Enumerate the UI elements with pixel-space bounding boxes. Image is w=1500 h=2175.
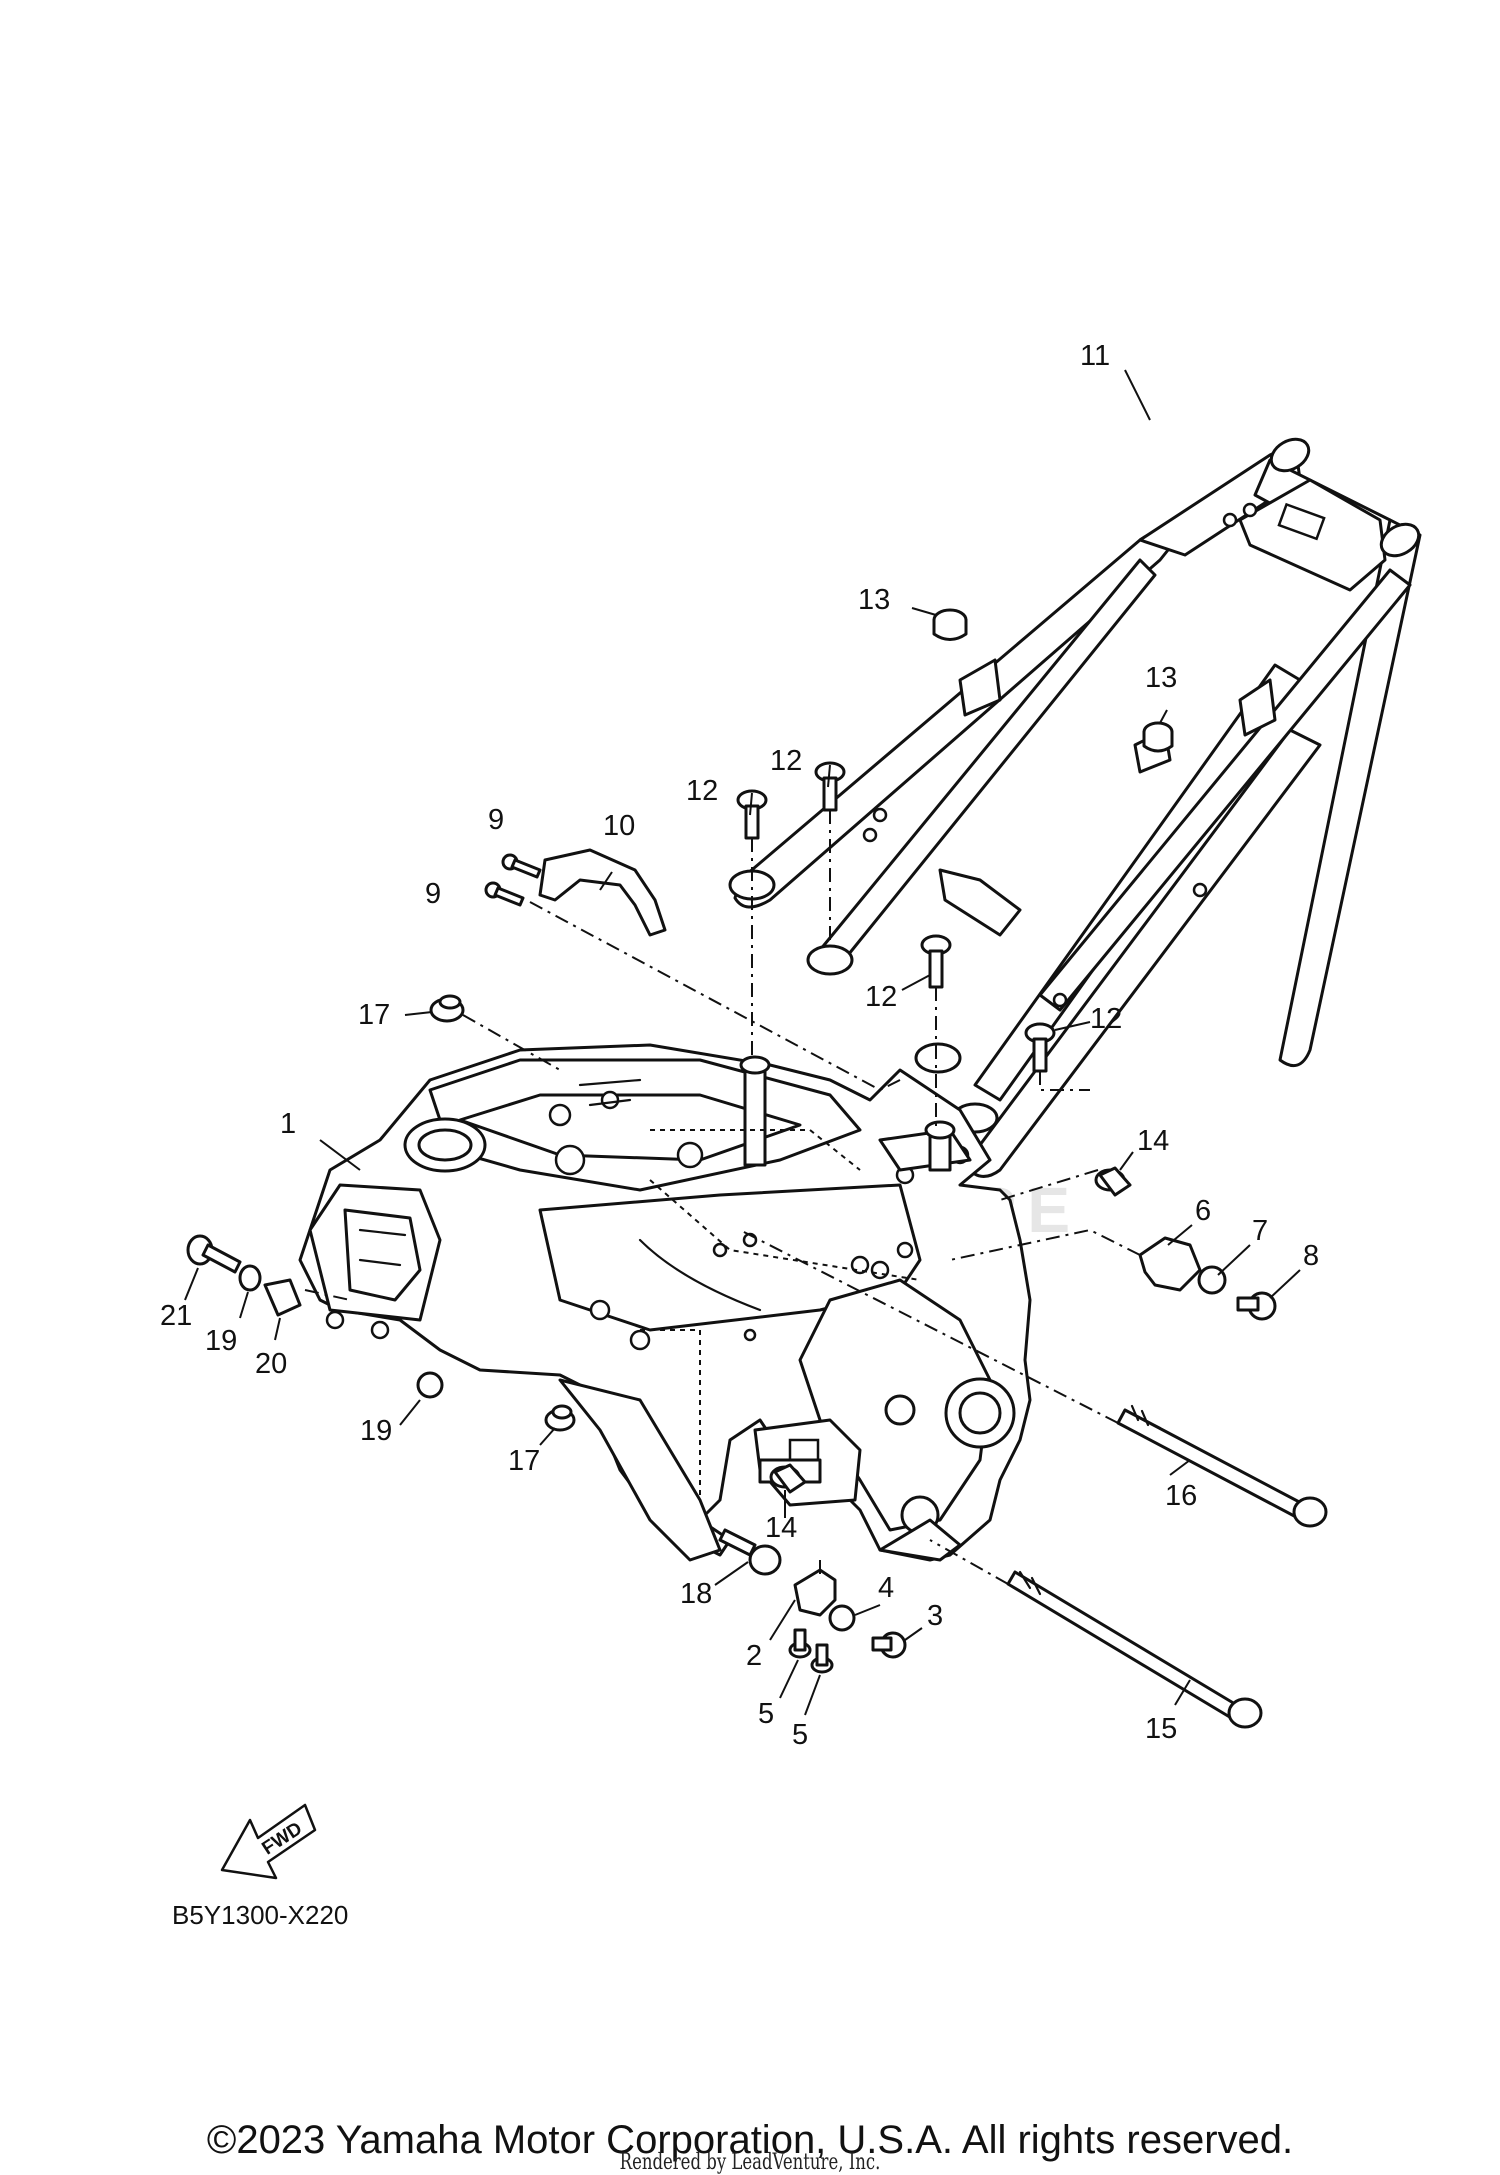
- callout-5a: 5: [758, 1698, 774, 1730]
- collar-17b: [544, 1404, 576, 1432]
- callout-6: 6: [1195, 1195, 1211, 1227]
- bushing-14a: [1094, 1166, 1132, 1197]
- main-frame: [298, 1043, 1032, 1562]
- washer-19b: [416, 1371, 444, 1399]
- bracket-6: [1138, 1236, 1202, 1292]
- bolt-5a: [788, 1628, 812, 1659]
- washer-19a: [238, 1264, 262, 1292]
- bolt-3: [871, 1631, 907, 1659]
- callout-14a: 14: [1137, 1125, 1169, 1157]
- bolt-9b: [484, 881, 525, 907]
- collar-17a: [429, 994, 465, 1023]
- callout-7: 7: [1252, 1215, 1268, 1247]
- diagram-code: B5Y1300-X220: [172, 1900, 349, 1930]
- callout-13a: 13: [858, 584, 890, 616]
- bolt-12c: [920, 934, 952, 989]
- bolt-12d: [1024, 1022, 1056, 1073]
- collar-13b: [1142, 721, 1174, 753]
- callout-18: 18: [680, 1578, 712, 1610]
- callout-12c: 12: [865, 981, 897, 1013]
- bolt-5b: [810, 1643, 834, 1674]
- callout-16: 16: [1165, 1480, 1197, 1512]
- copyright-notice: ©2023 Yamaha Motor Corporation, U.S.A. A…: [206, 2118, 1294, 2162]
- bracket-2: [793, 1568, 837, 1617]
- bolt-18: [718, 1528, 782, 1576]
- collar-4: [828, 1604, 856, 1632]
- callout-11: 11: [1080, 340, 1110, 372]
- rendered-by-credit: Rendered by LeadVenture, Inc.: [619, 2150, 881, 2175]
- callout-2: 2: [746, 1640, 762, 1672]
- callout-17a: 17: [358, 999, 390, 1031]
- bolt-21: [186, 1234, 242, 1274]
- rear-subframe: [728, 437, 1422, 1178]
- callout-17b: 17: [508, 1445, 540, 1477]
- bracket-10: [538, 848, 667, 937]
- callout-numbers: 1 2 3 4 5 5 6 7 8 9 9 10 11 12 12 12 12 …: [160, 340, 1319, 1751]
- callout-21: 21: [160, 1300, 192, 1332]
- callout-20: 20: [255, 1348, 287, 1380]
- callout-15: 15: [1145, 1713, 1177, 1745]
- callout-12a: 12: [686, 775, 718, 807]
- callout-12d: 12: [1090, 1003, 1122, 1035]
- collar-13a: [932, 608, 968, 641]
- bolt-15: [1006, 1570, 1263, 1729]
- bolt-9a: [501, 853, 542, 879]
- assembly-lines: [304, 810, 1141, 1585]
- fwd-arrow-icon: FWD: [220, 1803, 317, 1880]
- callout-3: 3: [927, 1600, 943, 1632]
- callout-1: 1: [280, 1108, 296, 1140]
- callout-leaders: [184, 369, 1301, 1716]
- callout-19a: 19: [205, 1325, 237, 1357]
- callout-4: 4: [878, 1572, 894, 1604]
- callout-9b: 9: [425, 878, 441, 910]
- spacer-20: [263, 1278, 302, 1317]
- callout-5b: 5: [792, 1719, 808, 1751]
- callout-12b: 12: [770, 745, 802, 777]
- callout-14b: 14: [765, 1512, 797, 1544]
- callout-19b: 19: [360, 1415, 392, 1447]
- bolt-16: [1116, 1404, 1328, 1528]
- callout-9a: 9: [488, 804, 504, 836]
- bushing-14b: [769, 1463, 807, 1494]
- callout-10: 10: [603, 810, 635, 842]
- callout-8: 8: [1303, 1240, 1319, 1272]
- callout-13b: 13: [1145, 662, 1177, 694]
- bolt-8: [1236, 1291, 1277, 1321]
